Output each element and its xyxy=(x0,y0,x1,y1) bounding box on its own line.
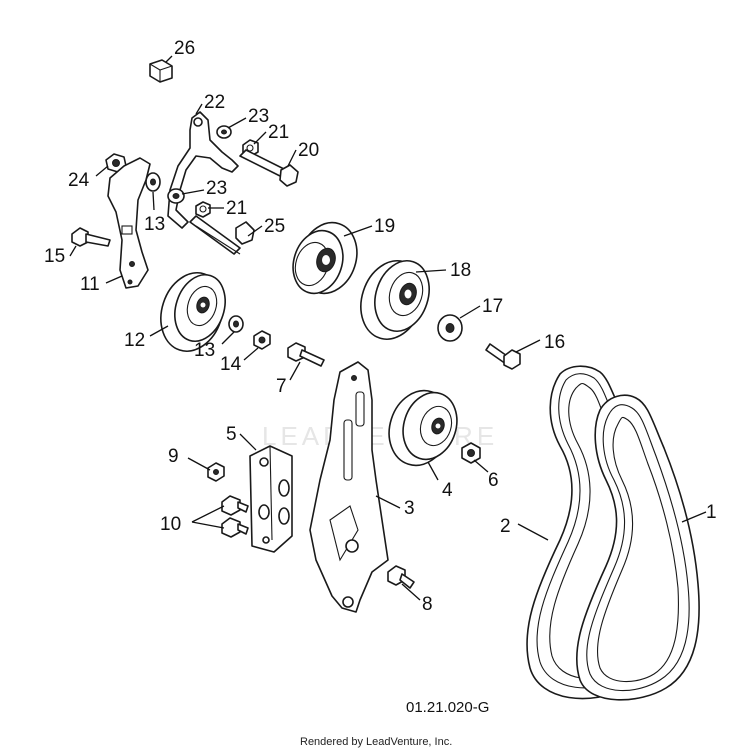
callout-15: 15 xyxy=(44,246,65,267)
callout-21: 21 xyxy=(268,122,289,143)
diagram-code: 01.21.020-G xyxy=(406,699,489,716)
callout-8: 8 xyxy=(422,594,433,615)
part-25-bolt xyxy=(189,215,255,255)
part-11-bracket xyxy=(107,157,151,289)
part-18-pulley xyxy=(360,260,430,340)
callout-21: 21 xyxy=(226,198,247,219)
callout-3: 3 xyxy=(404,498,415,519)
callout-23: 23 xyxy=(206,178,227,199)
callout-6: 6 xyxy=(488,470,499,491)
callout-16: 16 xyxy=(544,332,565,353)
part-19-pulley xyxy=(292,221,358,295)
part-13-washer-upper xyxy=(145,172,161,192)
callout-14: 14 xyxy=(220,354,242,375)
callout-2: 2 xyxy=(500,516,511,537)
callout-1: 1 xyxy=(706,502,717,523)
callout-22: 22 xyxy=(204,92,225,113)
part-16-bolt xyxy=(485,343,521,370)
callout-10: 10 xyxy=(160,514,181,535)
callout-13: 13 xyxy=(144,214,165,235)
part-7-bolt xyxy=(287,342,325,367)
render-credit: Rendered by LeadVenture, Inc. xyxy=(300,736,452,748)
part-1-belt xyxy=(575,394,700,701)
part-13-washer-lower xyxy=(228,315,244,333)
part-20-bolt xyxy=(239,149,299,187)
callout-20: 20 xyxy=(298,140,319,161)
callout-18: 18 xyxy=(450,260,471,281)
callout-4: 4 xyxy=(442,480,453,501)
part-26-bolt xyxy=(149,59,173,83)
part-23-washer-lower xyxy=(167,188,185,204)
callout-7: 7 xyxy=(276,376,287,397)
part-8-bolt xyxy=(387,565,415,589)
callout-9: 9 xyxy=(168,446,179,467)
leader-lines xyxy=(69,55,707,601)
part-17-spacer xyxy=(437,314,463,342)
callout-12: 12 xyxy=(124,330,145,351)
part-4-pulley xyxy=(388,389,458,467)
part-9-nut xyxy=(207,462,225,482)
callout-5: 5 xyxy=(226,424,237,445)
part-3-idler-arm xyxy=(309,361,389,613)
part-5-plate xyxy=(249,445,293,553)
callout-11: 11 xyxy=(80,274,100,295)
part-24-nut xyxy=(105,153,127,173)
callout-labels: 26 22 23 21 20 24 13 23 21 25 19 15 18 1… xyxy=(44,38,717,615)
part-6-nut xyxy=(461,442,481,464)
callout-17: 17 xyxy=(482,296,503,317)
part-23-washer-upper xyxy=(216,125,232,139)
callout-13: 13 xyxy=(194,340,215,361)
callout-19: 19 xyxy=(374,216,395,237)
part-15-bolt xyxy=(71,227,111,247)
callout-23: 23 xyxy=(248,106,269,127)
part-14-nut xyxy=(253,330,271,350)
part-10-screw-lower xyxy=(221,517,249,538)
watermark: LEADVENTURE xyxy=(262,421,498,451)
part-12-pulley xyxy=(160,272,226,352)
part-21-nut-lower xyxy=(195,201,211,218)
callout-26: 26 xyxy=(174,38,195,59)
part-10-screw-upper xyxy=(221,495,249,516)
callout-24: 24 xyxy=(68,170,90,191)
callout-25: 25 xyxy=(264,216,285,237)
